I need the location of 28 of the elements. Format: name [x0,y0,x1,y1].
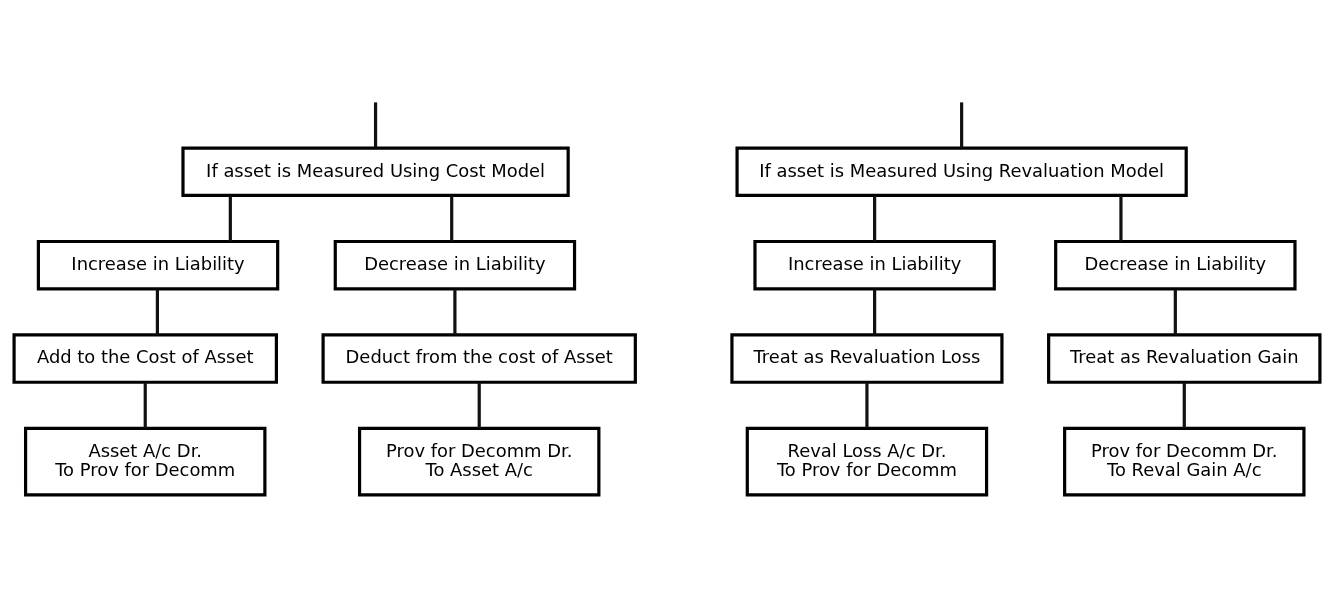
connector [1182,382,1186,429]
node-box: Increase in Liability [753,239,996,291]
node-box: If asset is Measured Using Cost Model [181,146,570,198]
node-box: Add to the Cost of Asset [12,333,278,384]
connector [1119,195,1123,242]
connector [143,382,147,429]
connector [1173,289,1177,335]
node-box: Prov for Decomm Dr. To Asset A/c [357,426,601,497]
connector [960,102,964,148]
connector [865,382,869,429]
connector [450,195,454,242]
connector [873,289,877,335]
node-box: Increase in Liability [36,239,280,291]
connector [477,382,481,429]
node-box: Treat as Revaluation Gain [1047,333,1322,384]
connector [373,102,378,148]
connector [453,289,457,335]
node-box: Decrease in Liability [333,239,577,291]
node-box: Reval Loss A/c Dr. To Prov for Decomm [745,426,989,497]
node-box: Decrease in Liability [1054,239,1297,291]
node-box: If asset is Measured Using Revaluation Model [735,146,1188,198]
node-box: Asset A/c Dr. To Prov for Decomm [24,426,267,497]
connector [155,289,159,335]
node-box: Deduct from the cost of Asset [321,333,637,384]
node-box: Prov for Decomm Dr. To Reval Gain A/c [1063,426,1306,497]
node-box: Treat as Revaluation Loss [730,333,1004,384]
connector [228,195,232,242]
connector [873,195,877,242]
